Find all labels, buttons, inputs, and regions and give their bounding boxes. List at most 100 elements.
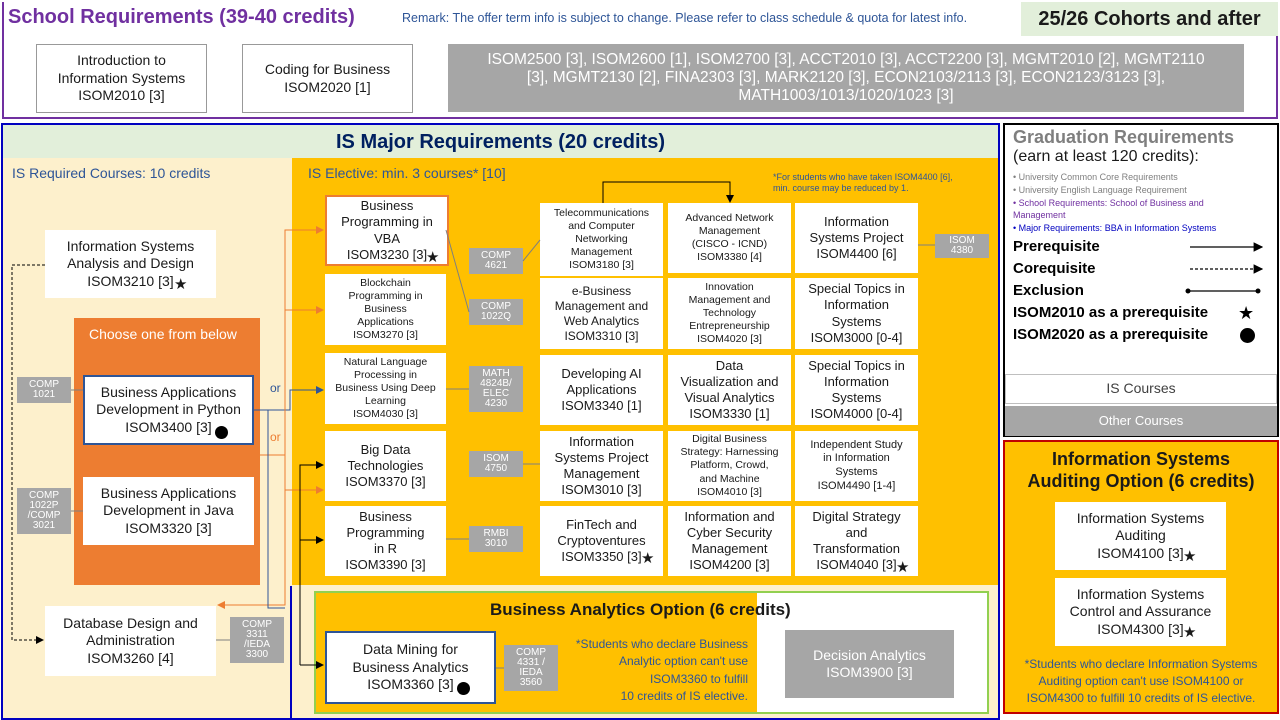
course-isom4040: Digital Strategy and Transformation ISOM…	[795, 506, 918, 576]
auditing-note: *Students who declare Information System…	[1024, 657, 1258, 705]
course-isom3400-label: Business Applications Development in Pyt…	[96, 383, 241, 435]
school-requirements-title: School Requirements (39-40 credits)	[8, 6, 355, 28]
tag-comp4621: COMP 4621	[469, 248, 523, 274]
course-isom3180: Telecommunications and Computer Networki…	[540, 203, 663, 276]
prereq-to-bigdata	[299, 461, 324, 665]
tag-comp1021: COMP 1021	[17, 377, 71, 403]
graduation-item-1: • University Common Core Requirements	[1013, 172, 1178, 182]
tag-math4824b: MATH 4824B/ ELEC 4230	[469, 366, 523, 412]
tag-rmbi3010: RMBI 3010	[469, 526, 523, 552]
course-isom3210-label: Information Systems Analysis and Design …	[66, 237, 195, 289]
or-label-1: or	[270, 381, 281, 395]
course-isom4400: Information Systems Project ISOM4400 [6]	[795, 203, 918, 273]
graduation-item-2: • University English Language Requiremen…	[1013, 185, 1187, 195]
graduation-subtitle: (earn at least 120 credits):	[1013, 148, 1199, 165]
isom3360-dot-icon	[457, 682, 470, 695]
excl-comp4621	[522, 239, 541, 262]
isom4040-star-icon: ★	[896, 559, 910, 576]
course-isom3390: Business Programming in R ISOM3390 [3]	[325, 506, 446, 576]
course-isom3260: Database Design and Administration ISOM3…	[45, 606, 216, 676]
legend-exclusion-dot-right	[1255, 288, 1261, 294]
auditing-panel	[1003, 440, 1279, 714]
prereq-choose-database	[217, 455, 286, 609]
course-isom4010: Digital Business Strategy: Harnessing Pl…	[668, 431, 791, 501]
school-requirements-panel	[2, 2, 1278, 119]
course-isom4000: Special Topics in Information Systems IS…	[795, 355, 918, 425]
legend-isom2010-label: ISOM2010 as a prerequisite	[1013, 304, 1209, 321]
course-isom2010: Introduction to Information Systems ISOM…	[36, 44, 207, 113]
course-isom3270: Blockchain Programming in Business Appli…	[325, 274, 446, 345]
course-isom3230: Business Programming in VBA ISOM3230 [3]…	[325, 195, 449, 266]
analytics-outer-border	[290, 586, 1000, 720]
legend-dot-icon	[1240, 328, 1255, 343]
legend-corequisite-label: Corequisite	[1013, 260, 1096, 277]
coreq-isad-database	[11, 264, 45, 644]
legend-isom2020-label: ISOM2020 as a prerequisite	[1013, 326, 1209, 343]
course-isom4030: Natural Language Processing in Business …	[325, 353, 446, 424]
isom2010-star-icon: ★	[174, 276, 188, 293]
tag-comp1022p: COMP 1022P /COMP 3021	[17, 488, 71, 534]
graduation-item-1-text: University Common Core Requirements	[1018, 172, 1178, 182]
course-isom4040-label: Digital Strategy and Transformation ISOM…	[812, 508, 901, 573]
legend-other-courses: Other Courses	[1005, 406, 1277, 436]
legend-exclusion-dot-left	[1185, 288, 1191, 294]
legend-star-icon: ★	[1238, 303, 1255, 323]
isom4300-star-icon: ★	[1183, 624, 1197, 641]
graduation-item-4-text: Major Requirements: BBA in Information S…	[1018, 223, 1217, 233]
course-isom3210: Information Systems Analysis and Design …	[45, 230, 216, 298]
isom2020-dot-icon	[215, 426, 228, 439]
other-school-courses: ISOM2500 [3], ISOM2600 [1], ISOM2700 [3]…	[448, 44, 1244, 112]
legend-is-courses: IS Courses	[1005, 374, 1277, 404]
analytics-title: Business Analytics Option (6 credits)	[490, 600, 791, 619]
course-isom3330: Data Visualization and Visual Analytics …	[668, 355, 791, 425]
prereq-python-rprog	[267, 410, 285, 609]
course-isom3350-label: FinTech and Cryptoventures ISOM3350 [3]	[557, 516, 646, 565]
major-title: IS Major Requirements (20 credits)	[336, 131, 665, 153]
course-isom3000: Special Topics in Information Systems IS…	[795, 278, 918, 349]
course-isom4100: Information Systems Auditing ISOM4100 [3…	[1055, 502, 1226, 570]
course-isom3310: e-Business Management and Web Analytics …	[540, 278, 663, 349]
or-label-2: or	[270, 430, 281, 444]
course-isom3370: Big Data Technologies ISOM3370 [3]	[325, 431, 446, 501]
course-isom3380: Advanced Network Management (CISCO - ICN…	[668, 203, 791, 273]
prereq-python-nlp	[254, 386, 324, 411]
elective-note: *For students who have taken ISOM4400 [6…	[773, 172, 953, 194]
course-isom3340: Developing AI Applications ISOM3340 [1]	[540, 355, 663, 425]
tag-isom4380: ISOM 4380	[935, 234, 989, 258]
course-isom3360: Data Mining for Business Analytics ISOM3…	[325, 631, 496, 704]
analytics-note: *Students who declare Business Analytic …	[575, 637, 748, 704]
tag-comp4331: COMP 4331 / IEDA 3560	[504, 645, 558, 691]
prereq-telecom-network	[602, 181, 734, 203]
graduation-title: Graduation Requirements	[1013, 127, 1235, 147]
course-isom4200: Information and Cyber Security Managemen…	[668, 506, 791, 576]
remark-text: Remark: The offer term info is subject t…	[402, 11, 968, 25]
graduation-item-4: • Major Requirements: BBA in Information…	[1013, 223, 1217, 233]
graduation-item-2-text: University English Language Requirement	[1018, 185, 1187, 195]
course-isom4300: Information Systems Control and Assuranc…	[1055, 578, 1226, 646]
tag-isom4750: ISOM 4750	[469, 451, 523, 477]
cohort-badge: 25/26 Cohorts and after	[1021, 2, 1278, 36]
course-isom3900: Decision Analytics ISOM3900 [3]	[785, 630, 954, 698]
isom4100-star-icon: ★	[1183, 548, 1197, 565]
course-isom3360-label: Data Mining for Business Analytics ISOM3…	[352, 641, 469, 693]
course-isom3010: Information Systems Project Management I…	[540, 431, 663, 501]
course-isom2020: Coding for Business ISOM2020 [1]	[242, 44, 413, 113]
excl-comp1022q	[445, 229, 470, 313]
auditing-title: Information Systems Auditing Option (6 c…	[1027, 448, 1255, 492]
tag-comp1022q: COMP 1022Q	[469, 299, 523, 325]
course-isom3230-label: Business Programming in VBA ISOM3230 [3]	[341, 198, 433, 262]
elective-label: IS Elective: min. 3 courses* [10]	[308, 165, 506, 181]
isom3350-star-icon: ★	[641, 550, 655, 567]
graduation-item-3-text: School Requirements: School of Business …	[1013, 198, 1204, 220]
legend-exclusion-label: Exclusion	[1013, 282, 1084, 299]
course-isom4300-label: Information Systems Control and Assuranc…	[1069, 585, 1212, 637]
tag-comp3311: COMP 3311 /IEDA 3300	[230, 617, 284, 663]
course-isom3320: Business Applications Development in Jav…	[83, 477, 254, 545]
required-label: IS Required Courses: 10 credits	[12, 165, 211, 181]
course-isom4100-label: Information Systems Auditing ISOM4100 [3…	[1076, 509, 1205, 561]
legend-prerequisite-label: Prerequisite	[1013, 238, 1100, 255]
prereq-choose-vba	[260, 226, 324, 456]
course-isom3350: FinTech and Cryptoventures ISOM3350 [3]★	[540, 506, 663, 576]
major-title-bar	[3, 125, 998, 158]
